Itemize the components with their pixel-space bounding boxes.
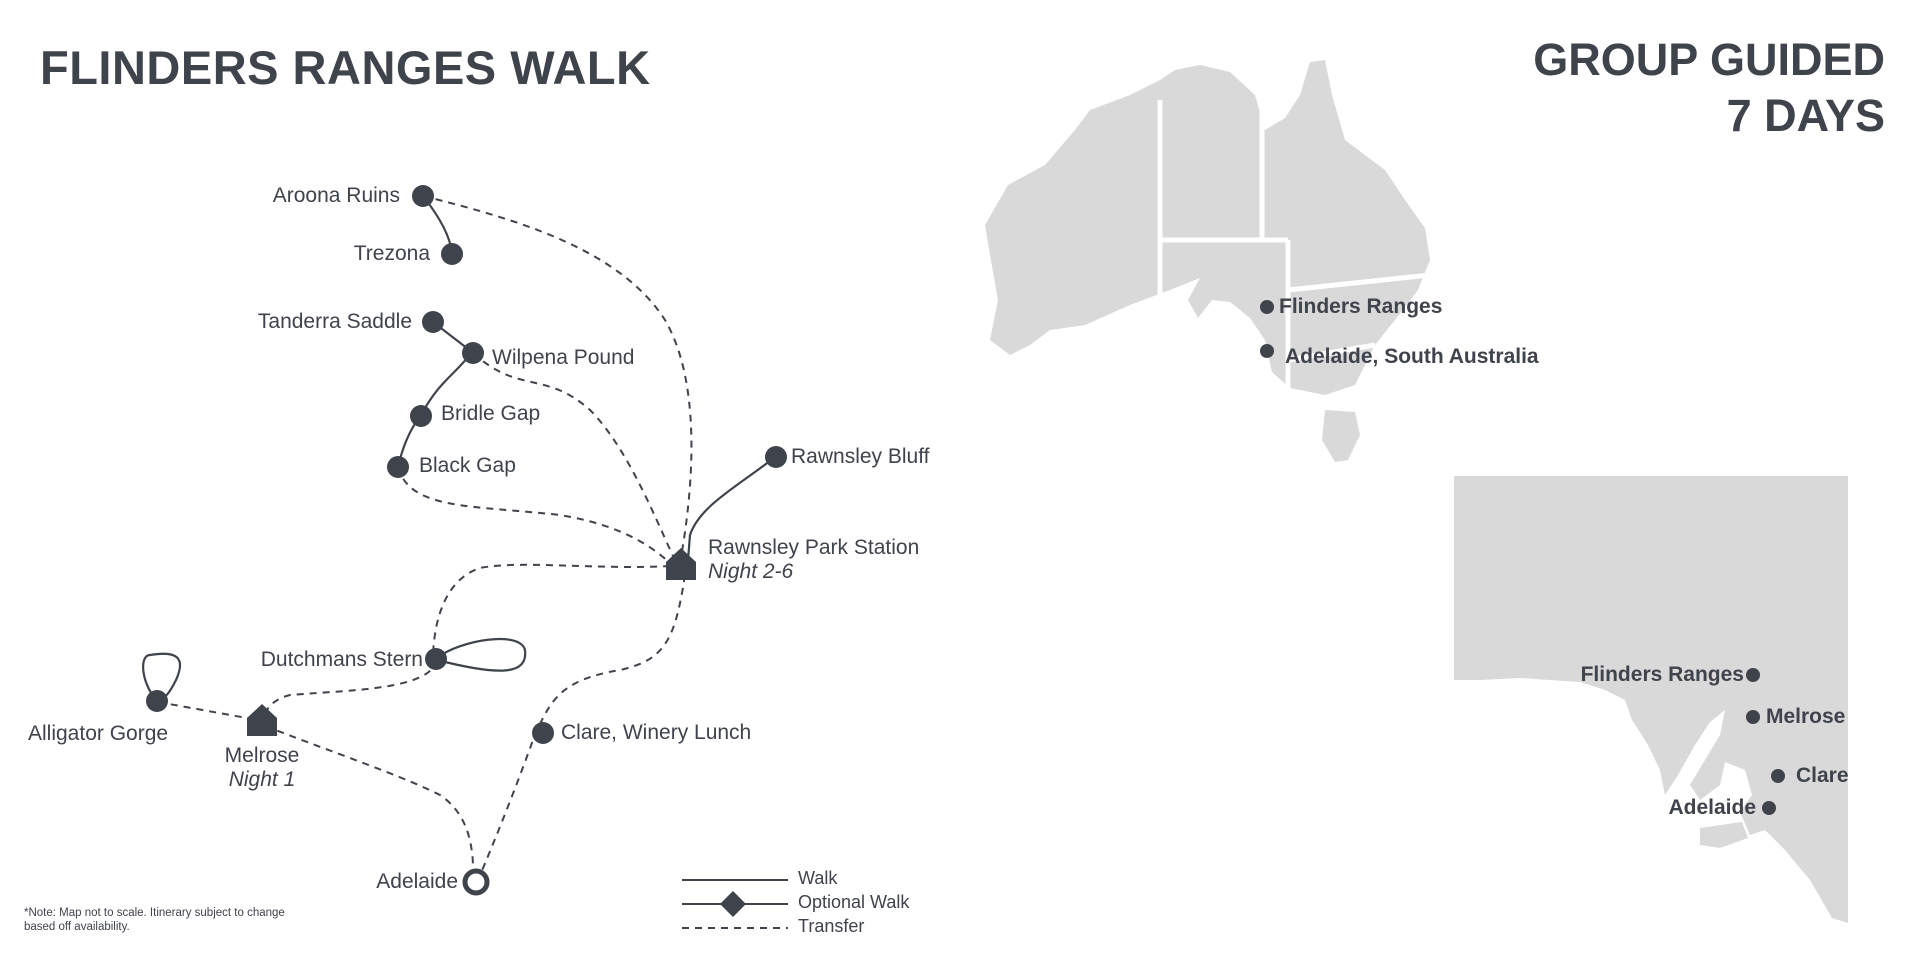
transfer-routes (157, 195, 693, 881)
sa-label-flinders-ranges: Flinders Ranges (1580, 663, 1744, 686)
label-bridle-gap: Bridle Gap (441, 402, 541, 425)
sa-clare-dot (1771, 769, 1785, 783)
disclaimer-note: *Note: Map not to scale. Itinerary subje… (24, 907, 285, 933)
sa-adelaide-dot (1762, 801, 1776, 815)
subtitle-line-2: 7 DAYS (1726, 90, 1885, 141)
australia-map (985, 60, 1430, 462)
transfer-aroona-to-rawnsley (422, 195, 693, 564)
legend-walk: Walk (798, 868, 838, 888)
kangaroo-island (1700, 822, 1748, 848)
house-icon-melrose (247, 704, 277, 736)
label-dutchmans-stern: Dutchmans Stern (260, 648, 423, 671)
aus-flinders-dot (1260, 300, 1274, 314)
label-melrose: Melrose Night 1 (212, 744, 312, 792)
label-rawnsley-park-station-name: Rawnsley Park Station (708, 536, 920, 559)
label-rawnsley-park-station: Rawnsley Park Station Night 2-6 (708, 536, 919, 584)
legend-diamond-icon (720, 891, 746, 917)
australia-mainland (985, 60, 1430, 395)
node-alligator-gorge (146, 690, 168, 712)
node-rawnsley-bluff (765, 446, 787, 468)
walk-routes (142, 195, 776, 702)
tasmania (1322, 410, 1360, 462)
sa-melrose-dot (1746, 710, 1760, 724)
node-dutchmans-stern (425, 648, 447, 670)
node-adelaide-ring (462, 868, 490, 896)
label-clare: Clare, Winery Lunch (561, 721, 752, 744)
label-rawnsley-bluff: Rawnsley Bluff (791, 445, 930, 468)
transfer-rawnsley-to-dutchmans (432, 563, 671, 656)
sa-label-adelaide: Adelaide (1668, 796, 1756, 819)
label-wilpena-pound: Wilpena Pound (492, 346, 635, 369)
walk-rawnsley-bluff (686, 456, 776, 561)
label-trezona: Trezona (353, 242, 430, 265)
sa-flinders-dot (1746, 668, 1760, 682)
label-black-gap: Black Gap (419, 454, 516, 477)
node-aroona-ruins (412, 185, 434, 207)
walk-dutchmans-loop (436, 637, 527, 672)
sa-landmass (1454, 476, 1848, 923)
page-title: FLINDERS RANGES WALK (40, 41, 651, 94)
transfer-alligator-to-melrose (157, 701, 259, 721)
node-wilpena-pound (462, 342, 484, 364)
legend-optional-walk: Optional Walk (798, 892, 910, 912)
label-aroona-ruins: Aroona Ruins (272, 184, 400, 207)
transfer-blackgap-to-rawnsley (397, 466, 671, 564)
node-tanderra-saddle (422, 311, 444, 333)
label-tanderra-saddle: Tanderra Saddle (257, 310, 412, 333)
subtitle-line-1: GROUP GUIDED (1533, 34, 1885, 85)
transfer-melrose-to-adelaide (264, 725, 475, 881)
sa-label-clare: Clare (1796, 764, 1849, 787)
house-icon-rawnsley (666, 548, 696, 580)
aus-label-adelaide: Adelaide, South Australia (1285, 345, 1539, 368)
label-rawnsley-night: Night 2-6 (708, 560, 794, 583)
transfer-wilpena-to-rawnsley (472, 352, 676, 561)
label-adelaide: Adelaide (376, 870, 458, 893)
aus-adelaide-dot (1260, 344, 1274, 358)
transfer-rawnsley-to-adelaide (477, 574, 686, 881)
node-trezona (441, 243, 463, 265)
page-subtitle: GROUP GUIDED 7 DAYS (1533, 32, 1885, 144)
legend-transfer: Transfer (798, 916, 865, 936)
legend-graphics (682, 879, 788, 929)
walk-alligator-loop (142, 652, 182, 702)
aus-label-flinders-ranges: Flinders Ranges (1279, 295, 1443, 318)
label-melrose-name: Melrose (224, 744, 300, 767)
sa-label-melrose: Melrose (1766, 705, 1846, 728)
label-alligator-gorge: Alligator Gorge (28, 722, 169, 745)
node-bridle-gap (410, 405, 432, 427)
node-clare (532, 722, 554, 744)
node-black-gap (387, 456, 409, 478)
transfer-dutchmans-to-melrose (261, 659, 438, 721)
route-nodes (146, 185, 787, 744)
sa-map (1454, 476, 1848, 923)
label-melrose-night: Night 1 (228, 768, 296, 791)
australia-state-borders (1157, 95, 1431, 395)
